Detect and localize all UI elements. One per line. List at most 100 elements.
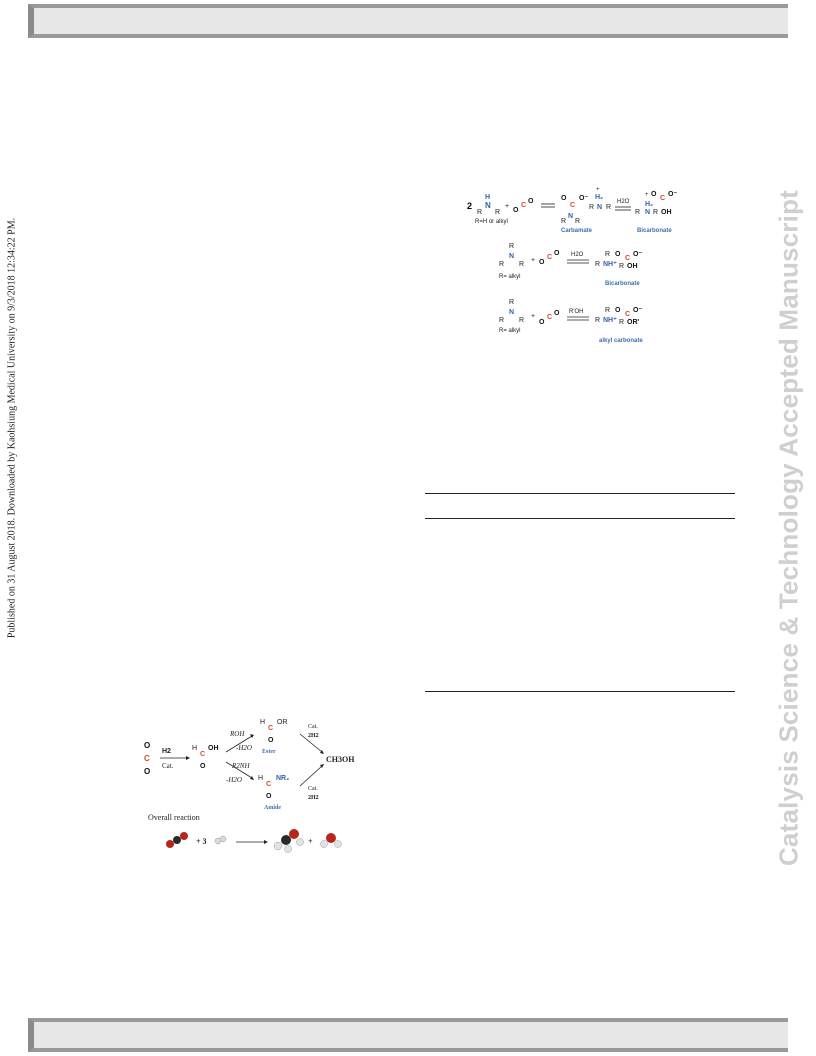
hydrogen-ball xyxy=(284,845,292,853)
n-atom: N xyxy=(568,213,573,220)
or-group: OR xyxy=(277,719,288,726)
r-group: R xyxy=(619,319,624,326)
ester-label: Ester xyxy=(262,749,276,755)
methanol-product: CH3OH xyxy=(326,755,355,764)
plus-sign: + xyxy=(505,203,509,210)
c-atom: C xyxy=(200,751,205,758)
n-atom: NH⁺ xyxy=(603,317,617,324)
water-molecule-model xyxy=(320,833,342,848)
oxygen-ball xyxy=(166,840,174,848)
h-atom: H xyxy=(192,745,197,752)
n-atom: N xyxy=(597,204,602,211)
r-group: R xyxy=(519,261,524,268)
hydrogen-ball xyxy=(334,840,342,848)
amine-coefficient: 2 xyxy=(467,201,472,211)
plus-three: + 3 xyxy=(196,837,207,846)
r-group: R xyxy=(519,317,524,324)
minus-water-1: -H2O xyxy=(236,744,252,752)
n-atom: H₂ xyxy=(595,194,603,201)
c-atom: C xyxy=(268,725,273,732)
o-atom: OH xyxy=(661,209,672,216)
roh-reagent: ROH xyxy=(229,730,245,738)
r-group: R xyxy=(595,317,600,324)
o-atom: O xyxy=(513,207,519,214)
o-atom: O xyxy=(539,319,545,326)
carbon-ball xyxy=(281,835,291,845)
arrow-head xyxy=(320,750,324,754)
r-group: R xyxy=(561,218,566,225)
hydrogen-ball xyxy=(273,841,283,851)
c-atom: C xyxy=(660,195,665,202)
reaction-arrow xyxy=(225,735,253,753)
journal-watermark: Catalysis Science & Technology Accepted … xyxy=(773,189,804,867)
r-label-2: R= alkyl xyxy=(499,274,521,280)
arrow-head xyxy=(320,764,324,768)
h2-reagent: H2 xyxy=(162,748,171,755)
n-atom: N xyxy=(485,201,491,210)
n-atom: H xyxy=(485,194,490,201)
o-atom: O xyxy=(615,251,621,258)
o-atom: O xyxy=(554,250,560,257)
scheme-co2-amine: 2 H N R R R=H or alkyl + O C O O C O⁻ N … xyxy=(455,186,687,346)
n-atom: NH⁺ xyxy=(603,261,617,268)
arrow-head xyxy=(250,776,254,780)
hydrogen-ball xyxy=(219,835,227,843)
bicarbonate-label-1: Bicarbonate xyxy=(637,228,672,234)
h-atom: H xyxy=(260,719,265,726)
overall-reaction-label: Overall reaction xyxy=(148,813,200,822)
h-atom: H xyxy=(258,775,263,782)
oxygen-ball xyxy=(326,833,336,843)
carbon-ball xyxy=(173,836,181,844)
n-atom: N xyxy=(645,209,650,216)
r-group: R xyxy=(605,307,610,314)
c-atom: C xyxy=(547,254,552,261)
c-atom: C xyxy=(547,314,552,321)
c-atom: C xyxy=(625,255,630,262)
r-group: R xyxy=(595,261,600,268)
o-atom: O xyxy=(266,793,272,800)
r-group: R xyxy=(619,263,624,270)
r-group: R xyxy=(653,209,658,216)
n-atom: N xyxy=(509,309,514,316)
r-group: R xyxy=(509,299,514,306)
arrow-head xyxy=(186,756,190,760)
r2nh-reagent: R2NH xyxy=(231,762,250,770)
r-group: R xyxy=(495,209,500,216)
cat-label: Cat. xyxy=(162,762,174,770)
r-group: R xyxy=(499,317,504,324)
o-atom: O xyxy=(561,195,567,202)
o-atom: O⁻ xyxy=(633,307,642,314)
c-atom: C xyxy=(266,781,271,788)
co2-molecule-model xyxy=(166,832,188,848)
r-group: R xyxy=(589,204,594,211)
arrow-head xyxy=(264,840,268,844)
o-atom: O xyxy=(615,307,621,314)
r-group: R xyxy=(635,209,640,216)
plus-sign: + xyxy=(531,257,535,264)
o-atom: O xyxy=(144,741,150,750)
hydrogen-ball xyxy=(296,838,304,846)
r-group: R xyxy=(575,218,580,225)
o-atom: OH xyxy=(208,745,219,752)
plus-sign: + xyxy=(308,837,313,846)
alcohol: R'OH xyxy=(569,309,583,315)
methanol-molecule-model xyxy=(273,829,304,853)
o-atom: OR' xyxy=(627,319,640,326)
r-group: R xyxy=(606,204,611,211)
carbamate-label: Carbamate xyxy=(561,228,593,234)
footer-bar xyxy=(28,1018,788,1052)
table-header-rule xyxy=(425,518,735,519)
reaction-arrow xyxy=(299,765,323,787)
header-bar xyxy=(28,4,788,38)
bicarbonate-label-2: Bicarbonate xyxy=(605,281,640,287)
o-atom: O xyxy=(528,198,534,205)
hydrogen-ball xyxy=(320,840,328,848)
reaction-arrow xyxy=(225,761,253,779)
table-top-rule xyxy=(425,493,735,494)
water-2: H2O xyxy=(571,252,584,258)
scheme-row-3: R N R R R= alkyl + O C O R'OH R O C O⁻ R… xyxy=(499,299,643,344)
r-group: R xyxy=(477,209,482,216)
cat-bottom-label: Cat. xyxy=(308,786,318,792)
r-group: R xyxy=(605,251,610,258)
water-1: H2O xyxy=(617,199,630,205)
